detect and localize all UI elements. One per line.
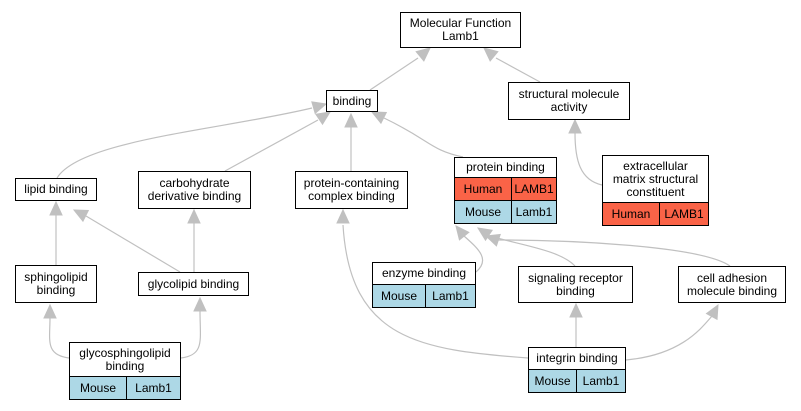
edge-adhesion-to-protein — [497, 239, 731, 267]
gene-row-human: Human LAMB1 — [603, 202, 708, 225]
arrowhead — [49, 200, 63, 216]
title-line: extracellular — [623, 158, 688, 173]
node-glycolipid-binding[interactable]: glycolipid binding — [138, 272, 249, 296]
title-line: glycosphingolipid — [79, 345, 171, 360]
node-title: glycosphingolipid binding — [70, 343, 180, 376]
node-title: signaling receptor binding — [519, 267, 632, 302]
node-sphingolipid-binding[interactable]: sphingolipid binding — [15, 265, 97, 303]
arrowhead — [483, 47, 499, 62]
gene-cell: Lamb1 — [432, 289, 469, 303]
node-glycosphingolipid-binding[interactable]: glycosphingolipid binding Mouse Lamb1 — [69, 342, 181, 400]
title-line: protein-containing — [303, 176, 400, 190]
gene-row-mouse: Mouse Lamb1 — [455, 200, 556, 223]
title-line: binding — [556, 283, 595, 298]
node-title: enzyme binding — [381, 266, 467, 280]
node-title: lipid binding — [24, 182, 88, 196]
arrowhead — [455, 225, 470, 241]
edge-glycolipid-to-lipid — [85, 215, 181, 273]
arrowhead — [484, 233, 501, 247]
node-structural-molecule-activity[interactable]: structural molecule activity — [508, 82, 630, 120]
species-cell: Mouse — [529, 370, 577, 392]
node-title: sphingolipid binding — [16, 266, 96, 302]
node-title: glycolipid binding — [147, 276, 240, 291]
node-molecular-function[interactable]: Molecular Function Lamb1 — [400, 12, 521, 48]
node-signaling-receptor-binding[interactable]: signaling receptor binding — [518, 266, 633, 303]
arrowhead — [705, 303, 719, 321]
node-binding[interactable]: binding — [326, 90, 378, 112]
arrowhead — [43, 303, 57, 319]
gene-cell: LAMB1 — [514, 182, 554, 196]
node-protein-containing-complex-binding[interactable]: protein-containing complex binding — [295, 171, 408, 209]
edge-ecm-to-structural — [574, 132, 603, 186]
arrowhead — [415, 47, 431, 62]
edge-lipid-to-binding — [56, 107, 313, 179]
node-lipid-binding[interactable]: lipid binding — [15, 178, 97, 201]
title-line: binding — [36, 283, 76, 297]
arrowhead — [370, 111, 388, 125]
title-line: sphingolipid — [24, 270, 88, 284]
title-line: derivative binding — [147, 189, 242, 203]
edge-integrin-to-complex — [342, 224, 529, 359]
title-line: structural molecule — [518, 87, 620, 101]
title-line: signaling receptor — [528, 270, 623, 285]
edge-carb-to-binding — [224, 119, 319, 172]
edge-integrin-to-adhesion — [625, 315, 713, 361]
title-line: carbohydrate — [159, 176, 230, 190]
gene-row-mouse: Mouse Lamb1 — [373, 284, 475, 307]
node-protein-binding[interactable]: protein binding Human LAMB1 Mouse Lamb1 — [454, 157, 557, 224]
title-line: constituent — [626, 184, 685, 199]
arrowhead — [72, 209, 90, 223]
title-line: activity — [550, 100, 588, 114]
edge-binding-to-root — [369, 57, 419, 91]
node-extracellular-matrix-structural-constituent[interactable]: extracellular matrix structural constitu… — [602, 155, 709, 226]
title-line: Molecular Function — [409, 16, 512, 30]
node-title: carbohydrate derivative binding — [139, 172, 250, 208]
species-cell: Mouse — [373, 285, 426, 307]
edge-protein-to-binding — [383, 117, 464, 158]
node-title: protein-containing complex binding — [296, 172, 407, 208]
gene-row-mouse: Mouse Lamb1 — [70, 376, 180, 399]
node-title: cell adhesion molecule binding — [679, 267, 785, 302]
arrowhead — [569, 302, 583, 318]
title-line: binding — [105, 358, 145, 373]
gene-cell: Lamb1 — [582, 374, 620, 388]
arrowhead — [344, 112, 358, 128]
node-enzyme-binding[interactable]: enzyme binding Mouse Lamb1 — [372, 262, 476, 308]
edge-enzyme-to-protein — [463, 235, 484, 273]
arrowhead — [336, 208, 350, 224]
edge-glycosphingo-to-sphingo — [48, 317, 70, 359]
title-line: matrix structural — [612, 171, 699, 186]
arrowhead — [187, 208, 201, 224]
gene-row-mouse: Mouse Lamb1 — [529, 369, 625, 392]
title-line: Lamb1 — [442, 29, 479, 43]
species-cell: Human — [455, 178, 512, 200]
species-cell: Human — [603, 203, 660, 225]
title-line: complex binding — [308, 189, 395, 203]
title-line: cell adhesion — [696, 270, 768, 285]
species-cell: Mouse — [70, 377, 127, 399]
node-title: integrin binding — [536, 351, 618, 365]
species-cell: Mouse — [455, 201, 512, 223]
node-integrin-binding[interactable]: integrin binding Mouse Lamb1 — [528, 347, 626, 393]
node-title: structural molecule activity — [509, 83, 629, 119]
node-title: Molecular Function Lamb1 — [401, 13, 520, 47]
gene-cell: Lamb1 — [135, 381, 172, 395]
node-title: extracellular matrix structural constitu… — [603, 156, 708, 202]
arrowhead — [311, 101, 328, 115]
node-carbohydrate-derivative-binding[interactable]: carbohydrate derivative binding — [138, 171, 251, 209]
node-cell-adhesion-molecule-binding[interactable]: cell adhesion molecule binding — [678, 266, 786, 303]
title-line: molecule binding — [686, 283, 778, 298]
arrowhead — [193, 296, 207, 312]
node-title: binding — [332, 93, 372, 108]
edge-glycosphingo-to-glycolipid — [180, 310, 202, 359]
edge-structural-to-root — [495, 57, 541, 83]
gene-cell: LAMB1 — [664, 207, 704, 221]
gene-row-human: Human LAMB1 — [455, 177, 556, 200]
arrowhead — [315, 111, 331, 126]
arrowhead — [568, 118, 582, 134]
gene-cell: Lamb1 — [515, 205, 553, 219]
node-title: protein binding — [466, 160, 545, 174]
